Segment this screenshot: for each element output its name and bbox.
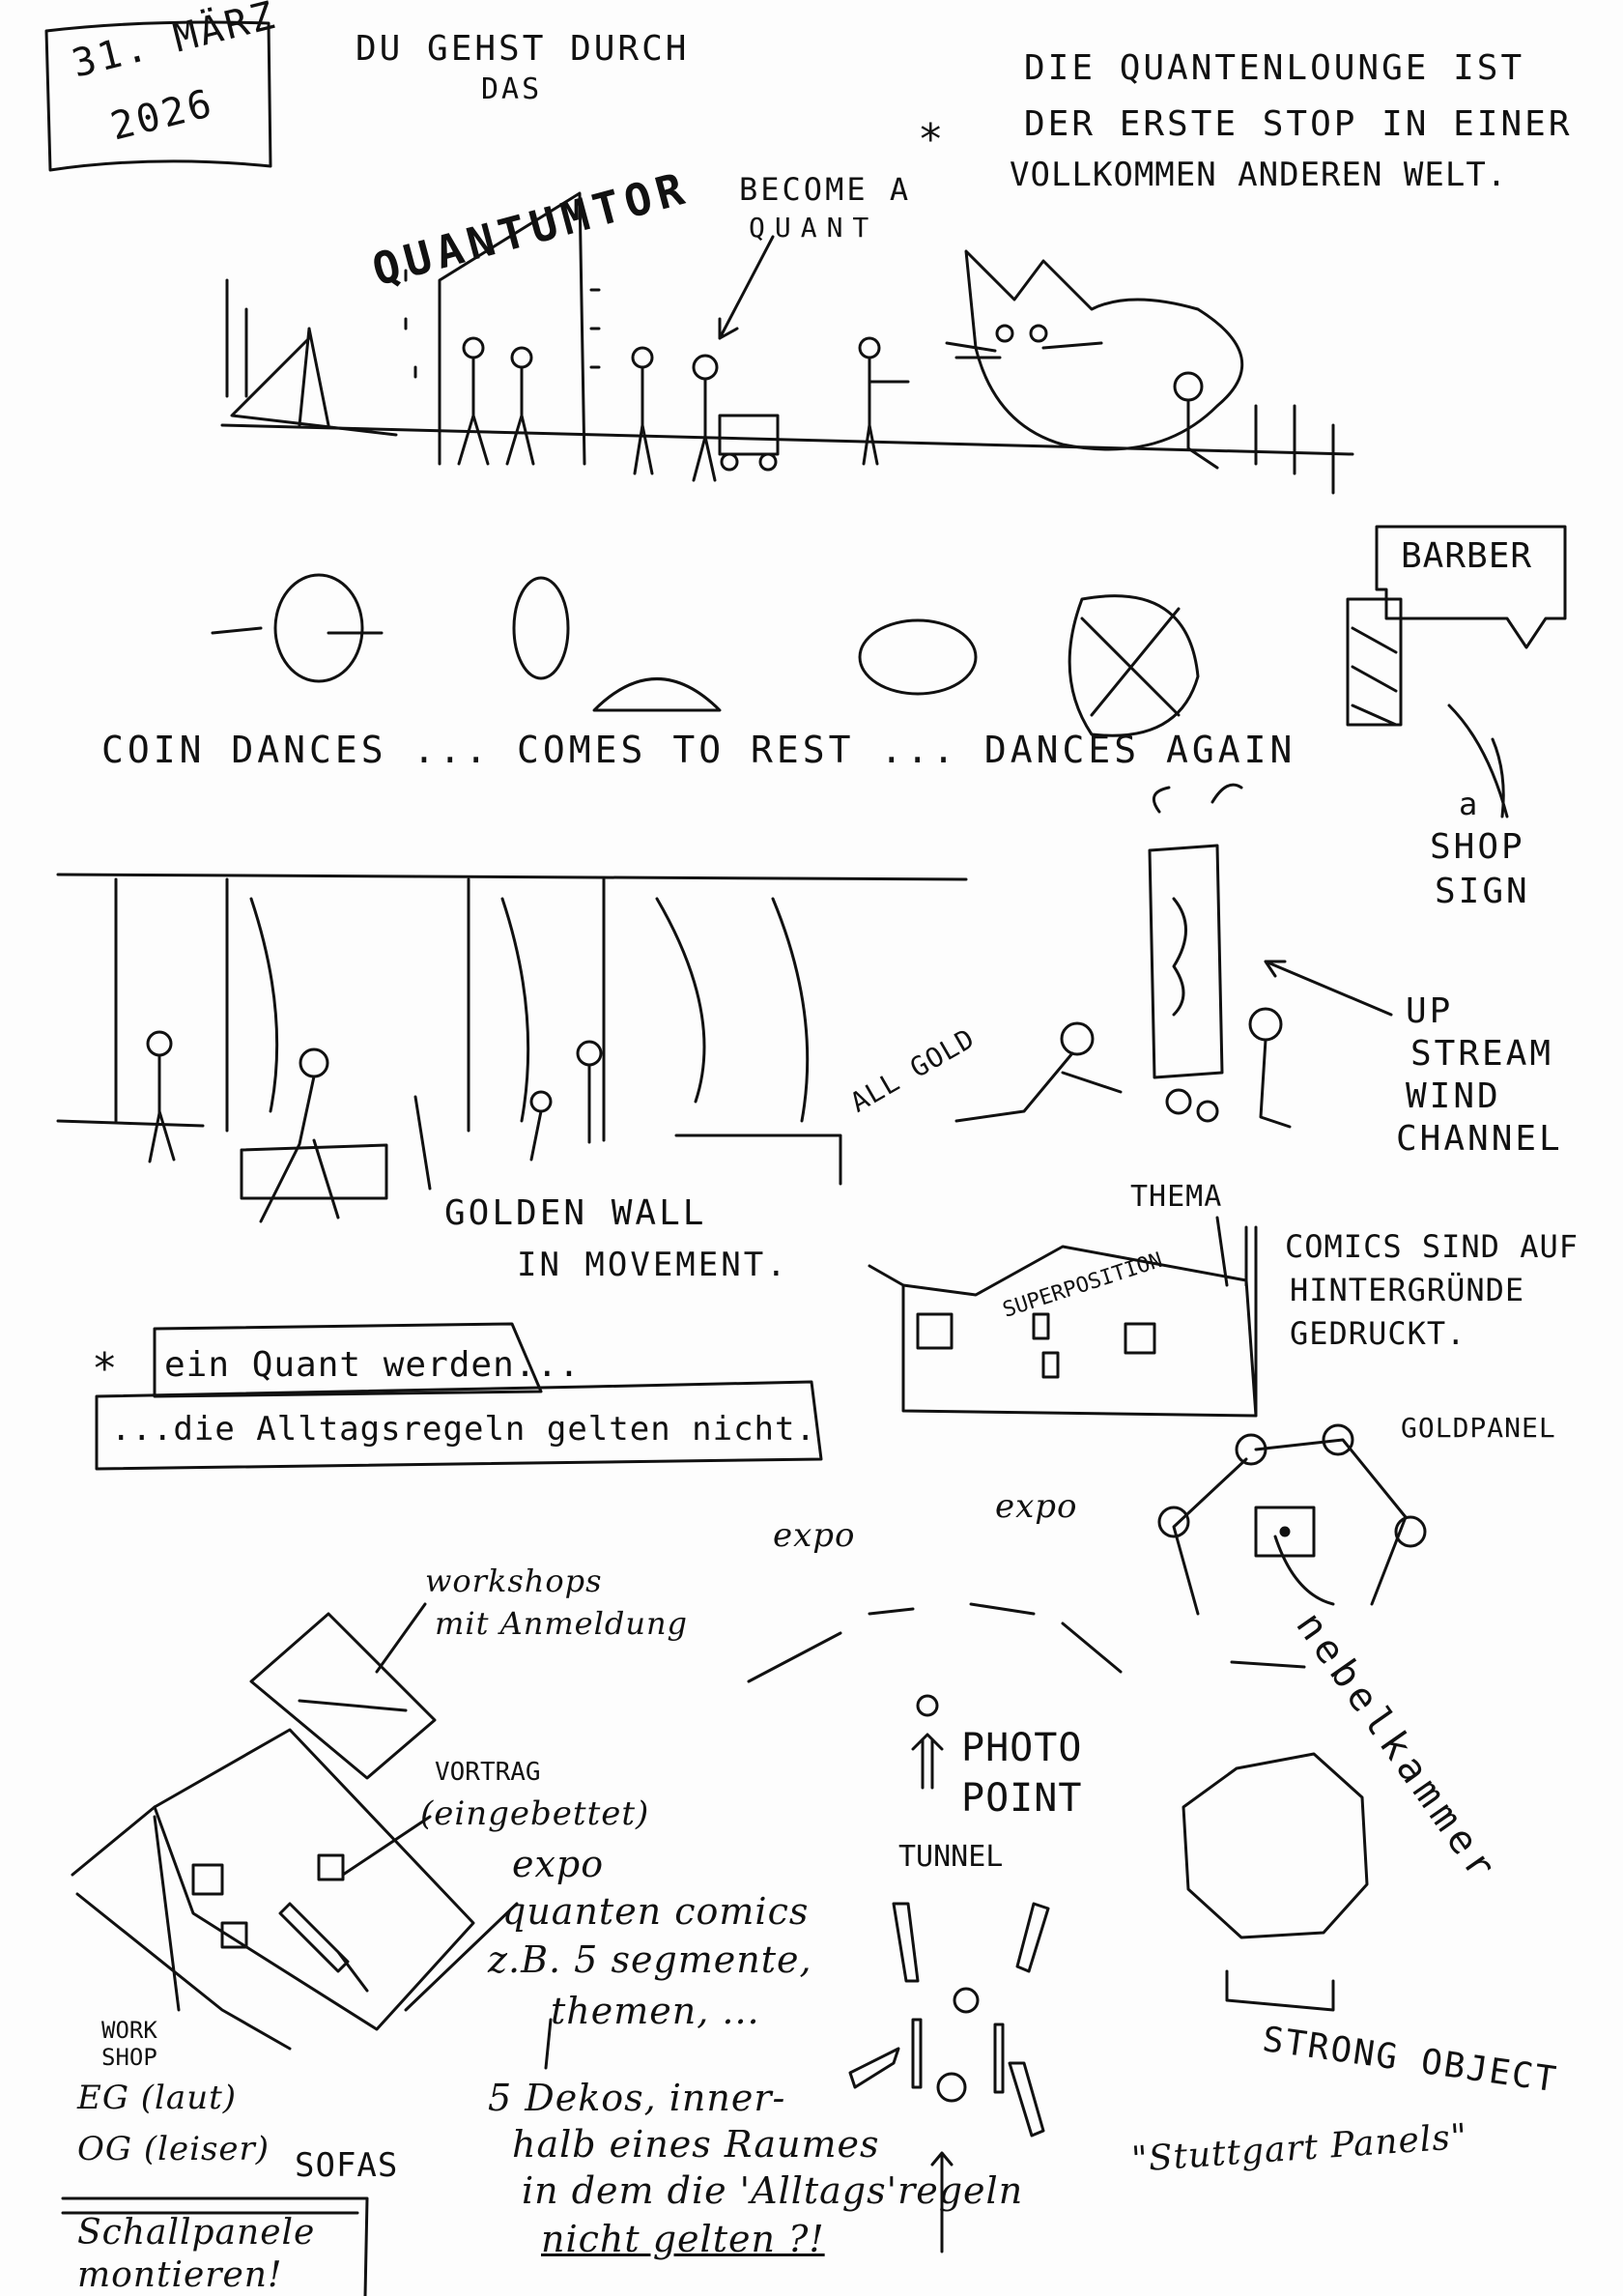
goldpanel-drawing [1157,1423,1427,1669]
expo-arc-drawing [747,1602,1123,1683]
coin-caption: coin dances ... comes to rest ... dances… [101,729,1296,771]
goldpanel-label: GOLDPANEL [1401,1412,1556,1444]
schall-line-1: Schallpanele [77,2213,316,2253]
quantumtor-gate [220,191,1354,466]
vortrag-line-2: (eingebettet) [420,1794,650,1833]
workshop-og: OG (leiser) [77,2130,270,2168]
workshops-line-1: workshops [425,1563,603,1599]
expo-plan-line-3: z.B. 5 segmente, [488,1938,812,1981]
people-figures [225,278,910,482]
schall-line-2: montieren! [77,2255,283,2295]
workshop-line-1: WORK [101,2017,157,2044]
golden-wall-line-2: in Movement. [517,1246,789,1284]
photo-tunnel-drawing [848,1694,1050,2253]
golden-wall-line-1: Golden Wall [444,1193,707,1233]
photo-line-1: PHOTO [961,1726,1083,1770]
expo-left-label: expo [773,1516,856,1555]
workshops-line-2: mit Anmeldung [435,1605,689,1642]
cat-creature [945,249,1335,495]
vortrag-line-1: VORTRAG [435,1758,541,1787]
expo-plan-line-1: expo [512,1843,605,1885]
thema-label: THEMA [1130,1180,1223,1214]
comics-building-drawing [868,1216,1258,1418]
wind-line-3: wind [1406,1076,1501,1116]
wind-channel-drawing [954,783,1292,1129]
dekos-line-2: halb eines Raumes [512,2123,880,2166]
wind-line-4: channel [1396,1119,1563,1159]
dekos-line-1: 5 Dekos, inner- [488,2077,786,2119]
workshop-line-2: SHOP [101,2044,157,2071]
dekos-line-4: nicht gelten ?! [541,2218,825,2260]
schall-box-drawing [61,2196,369,2296]
shop-sign-caption-3: sign [1435,872,1530,911]
quant-banner-drawing [95,1322,823,1471]
intro-line-2: das [481,72,543,106]
annotation-arrows [341,235,1509,2070]
lounge-line-1: Die Quantenlounge ist [1024,48,1525,88]
intro-line-1: Du gehst durch [356,29,690,69]
stuttgart-panels-drawing [1182,1752,1369,2012]
floor-plan-drawing [71,1612,475,2051]
banner-line-2: ...die Alltagsregeln gelten nicht. [111,1410,816,1449]
become-line-1: Become a [739,171,912,208]
wind-line-1: up [1406,991,1454,1031]
comics-line-3: gedruckt. [1290,1315,1466,1352]
barber-sign-drawing [1346,525,1567,818]
tunnel-label: TUNNEL [898,1840,1004,1874]
banner-line-1: ein Quant werden... [164,1345,581,1385]
lounge-line-3: vollkommen anderen Welt. [1010,156,1508,194]
expo-plan-line-2: quanten comics [502,1890,810,1933]
date-box [44,20,272,172]
expo-right-label: expo [995,1487,1078,1526]
dekos-line-3: in dem die 'Alltags'regeln [522,2169,1024,2212]
coin-sketches [211,573,1200,737]
lounge-line-2: der erste Stop in einer [1024,104,1573,144]
wind-line-2: stream [1410,1034,1554,1074]
workshop-eg: EG (laut) [77,2079,238,2117]
barber-sign-text: BARBER [1401,536,1533,576]
shop-sign-caption-1: a [1459,786,1481,822]
golden-wall-drawing [56,873,968,1223]
comics-line-2: Hintergründe [1290,1272,1525,1308]
become-line-2: Quant [749,212,879,244]
become-star: * [918,115,947,164]
banner-star: * [92,1344,121,1393]
sofas-label: SOFAS [295,2146,399,2185]
photo-line-2: POINT [961,1776,1083,1821]
expo-plan-line-4: themen, ... [551,1990,760,2032]
shop-sign-caption-2: shop [1430,827,1525,867]
